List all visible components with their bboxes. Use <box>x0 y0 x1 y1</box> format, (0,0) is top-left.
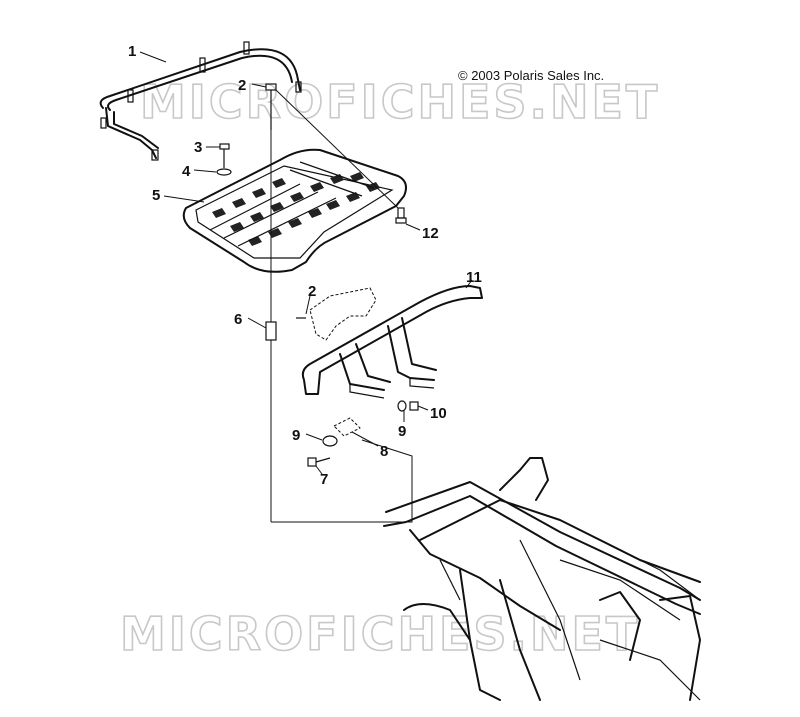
callout-7: 7 <box>320 471 328 488</box>
callout-5: 5 <box>152 187 160 204</box>
assembly-leader <box>271 439 413 523</box>
part-8-plate <box>333 417 361 437</box>
part-9-washer-left <box>322 435 338 447</box>
watermark-bottom: MICROFICHES.NET <box>120 607 640 661</box>
part-11-lower-rail <box>301 285 483 399</box>
callout-10: 10 <box>430 405 447 422</box>
callout-6: 6 <box>234 311 242 328</box>
watermark-top: MICROFICHES.NET <box>140 75 660 129</box>
part-7-bolt <box>307 457 331 467</box>
copyright-notice: © 2003 Polaris Sales Inc. <box>458 68 604 83</box>
part-1-upper-rail <box>99 41 302 161</box>
part-5-rack <box>182 148 407 273</box>
callout-3: 3 <box>194 139 202 156</box>
part-9-washer-right <box>397 400 407 412</box>
frame-assembly <box>383 457 701 701</box>
callout-11: 11 <box>466 269 482 286</box>
part-12-bolt <box>395 207 407 224</box>
callout-9-left: 9 <box>292 427 300 444</box>
part-10-nut <box>409 401 419 411</box>
callout-2-mid: 2 <box>308 283 316 300</box>
leader-lines <box>139 51 473 475</box>
callout-9-right: 9 <box>398 423 406 440</box>
part-3-bolt <box>219 143 230 168</box>
part-6-spacer <box>265 130 277 522</box>
part-4-washer <box>216 168 232 176</box>
callout-1: 1 <box>128 43 136 60</box>
callout-2-top: 2 <box>238 77 246 94</box>
callout-4: 4 <box>182 163 191 180</box>
part-2-bolt-mid <box>296 287 377 341</box>
callout-12: 12 <box>422 225 439 242</box>
callout-8: 8 <box>380 443 388 460</box>
